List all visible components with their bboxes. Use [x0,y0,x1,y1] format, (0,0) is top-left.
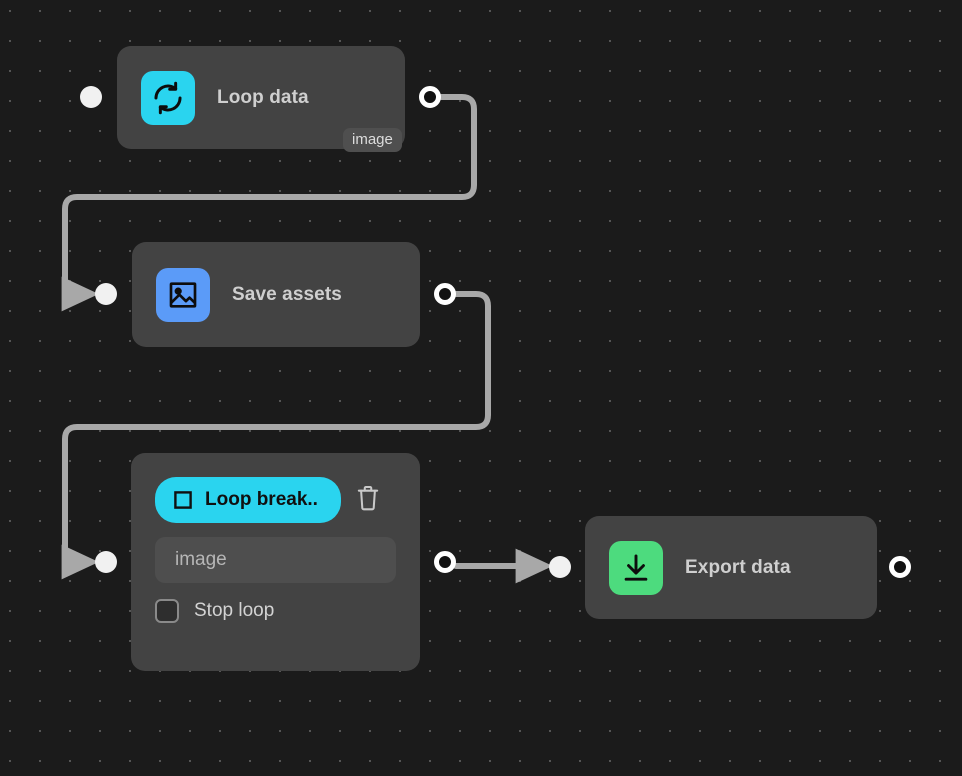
download-export-icon [609,540,663,595]
port-save-assets-output[interactable] [434,283,456,305]
node-loop-break[interactable]: Loop break... image Stop loop [131,453,420,671]
loop-break-chip[interactable]: Loop break... [155,477,341,523]
node-export-data[interactable]: Export data [585,516,877,619]
port-loop-break-output[interactable] [434,551,456,573]
stop-loop-label: Stop loop [194,600,275,621]
node-save-assets[interactable]: Save assets [132,242,420,347]
stop-loop-row[interactable]: Stop loop [155,599,396,623]
node-export-data-title: Export data [685,556,791,578]
trash-icon[interactable] [355,484,381,517]
loop-break-value-placeholder: image [175,549,227,570]
loop-break-header: Loop break... [155,477,396,523]
loop-break-value-field[interactable]: image [155,537,396,583]
port-loop-data-input[interactable] [80,86,102,108]
port-save-assets-input[interactable] [95,283,117,305]
stop-loop-checkbox[interactable] [155,599,179,623]
port-export-data-output[interactable] [889,556,911,578]
port-loop-data-output[interactable] [419,86,441,108]
loop-break-chip-label: Loop break... [205,489,319,510]
image-picture-icon [156,267,210,322]
square-outline-icon [173,490,193,510]
node-loop-data[interactable]: Loop data [117,46,405,149]
node-loop-data-title: Loop data [217,86,309,108]
node-save-assets-title: Save assets [232,283,342,305]
node-loop-data-type-badge: image [343,128,402,152]
loop-refresh-icon [141,70,195,125]
port-loop-break-input[interactable] [95,551,117,573]
port-export-data-input[interactable] [549,556,571,578]
